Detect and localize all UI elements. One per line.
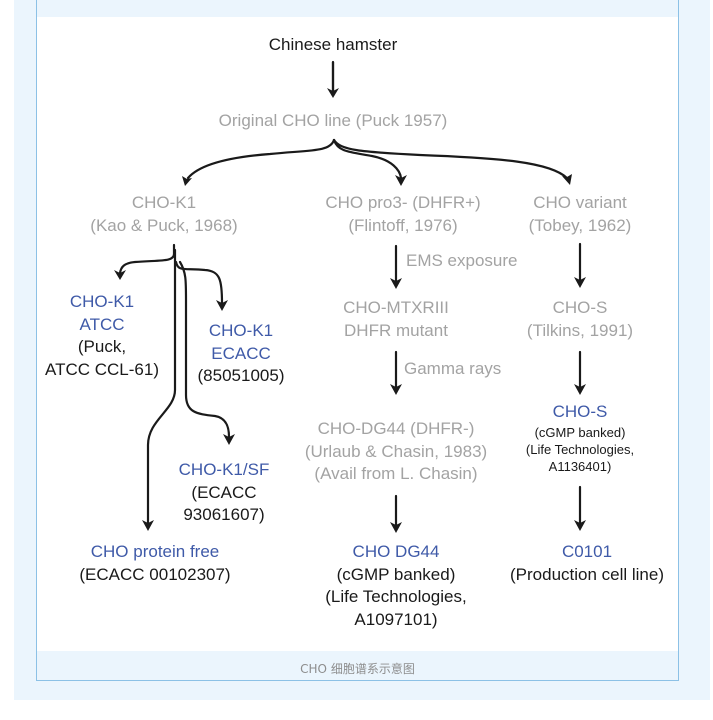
node-cho-k1-sf: CHO-K1/SF (ECACC 93061607) [178, 460, 270, 524]
node-cho-protein-free: CHO protein free (ECACC 00102307) [79, 542, 231, 584]
node-cho-s: CHO-S (cGMP banked) (Life Technologies, … [525, 402, 635, 474]
node-cho-variant: CHO variant (Tobey, 1962) [528, 193, 632, 235]
node-cho-k1-atcc: CHO-K1 ATCC (Puck, ATCC CCL-61) [45, 292, 159, 379]
node-cho-dg44-origin: CHO-DG44 (DHFR-) (Urlaub & Chasin, 1983)… [304, 419, 488, 483]
figure-canvas [37, 17, 678, 651]
node-c0101: C0101 (Production cell line) [509, 542, 665, 584]
node-cho-k1: CHO-K1 (Kao & Puck, 1968) [90, 193, 238, 235]
node-cho-mtxriii: CHO-MTXRIII DHFR mutant [343, 298, 449, 340]
edge-label-gamma: Gamma rays [404, 359, 502, 378]
edge-label-ems: EMS exposure [406, 251, 518, 270]
node-cho-s-origin: CHO-S (Tilkins, 1991) [526, 298, 634, 340]
figure-box: CHO 细胞谱系示意图 [36, 0, 679, 681]
node-cho-k1-ecacc: CHO-K1 ECACC (85051005) [197, 321, 285, 385]
node-chinese-hamster: Chinese hamster [268, 35, 398, 54]
figure-caption: CHO 细胞谱系示意图 [300, 662, 415, 676]
node-cho-dg44: CHO DG44 (cGMP banked) (Life Technologie… [325, 542, 467, 629]
node-original-cho-line: Original CHO line (Puck 1957) [218, 111, 448, 130]
node-cho-pro3: CHO pro3- (DHFR+) (Flintoff, 1976) [325, 193, 481, 235]
